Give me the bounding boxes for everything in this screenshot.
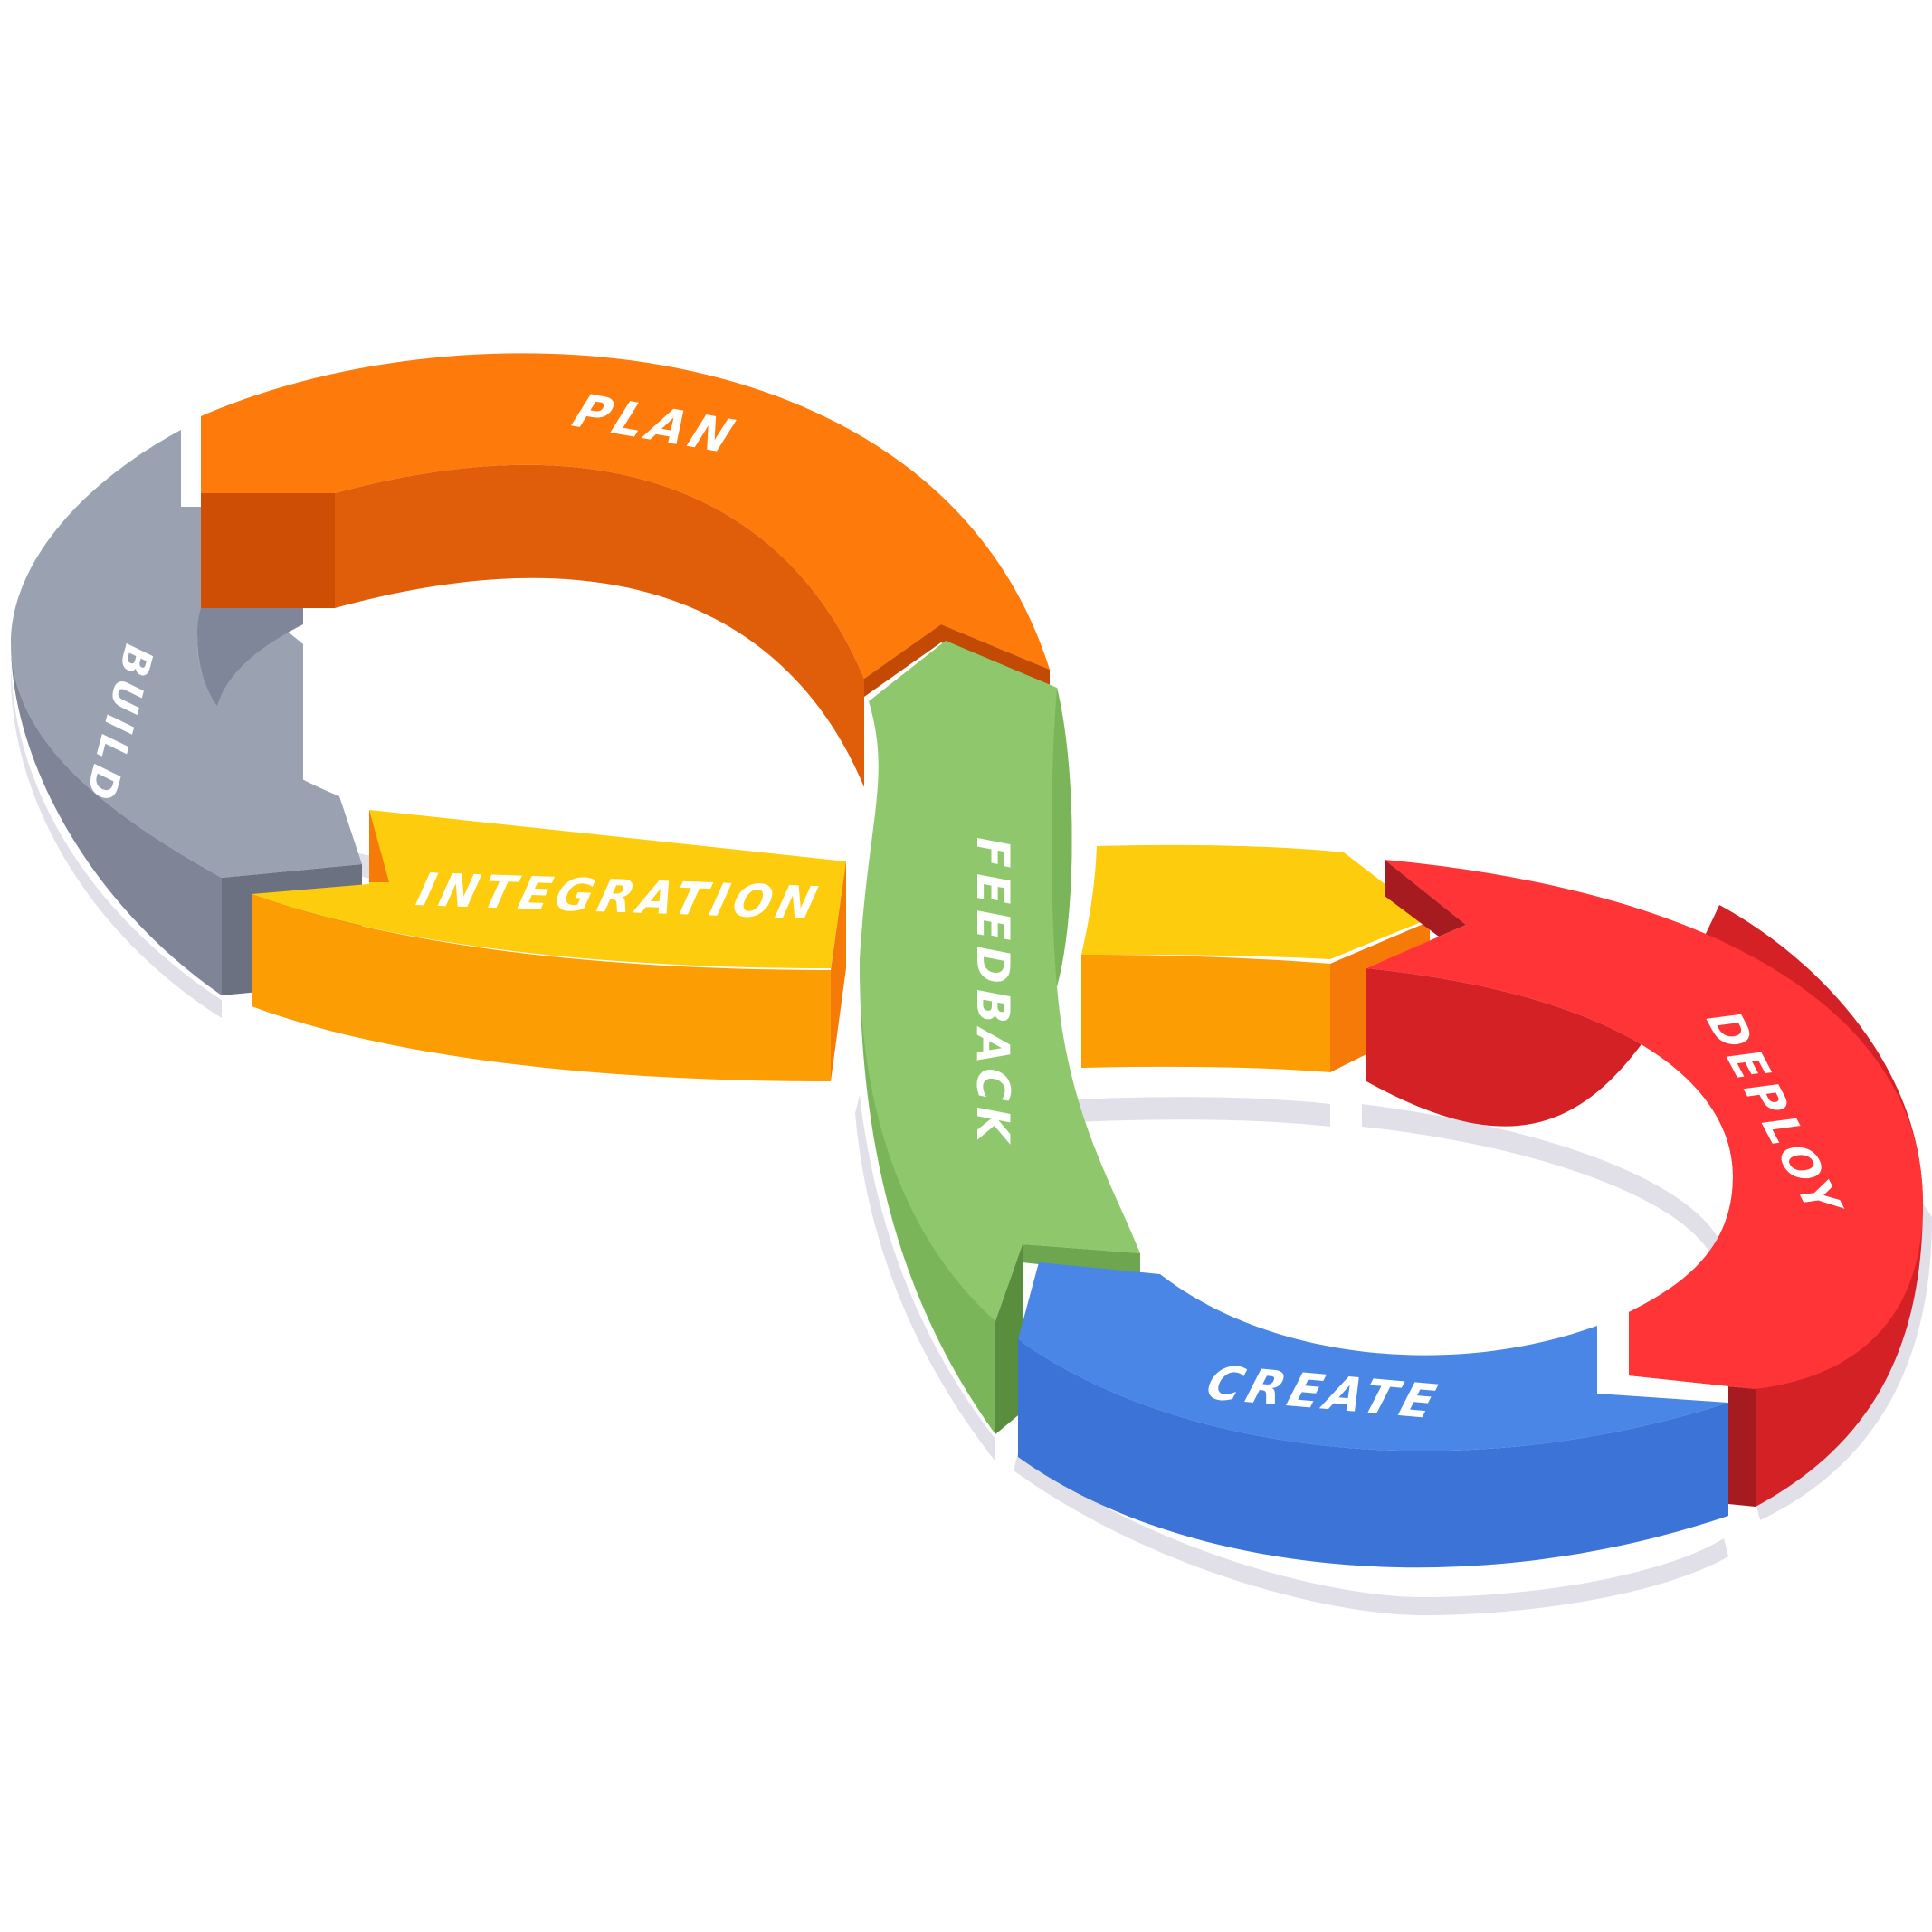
plan-segment [201,353,1050,787]
feedback-segment [860,641,1140,1434]
feedback-label: FEEDBACK [966,837,1019,1147]
deploy-entry-segment [1081,844,1430,1072]
deploy-segment [1366,860,1923,1507]
create-segment [1018,1262,1728,1568]
integration-segment [252,810,846,1081]
